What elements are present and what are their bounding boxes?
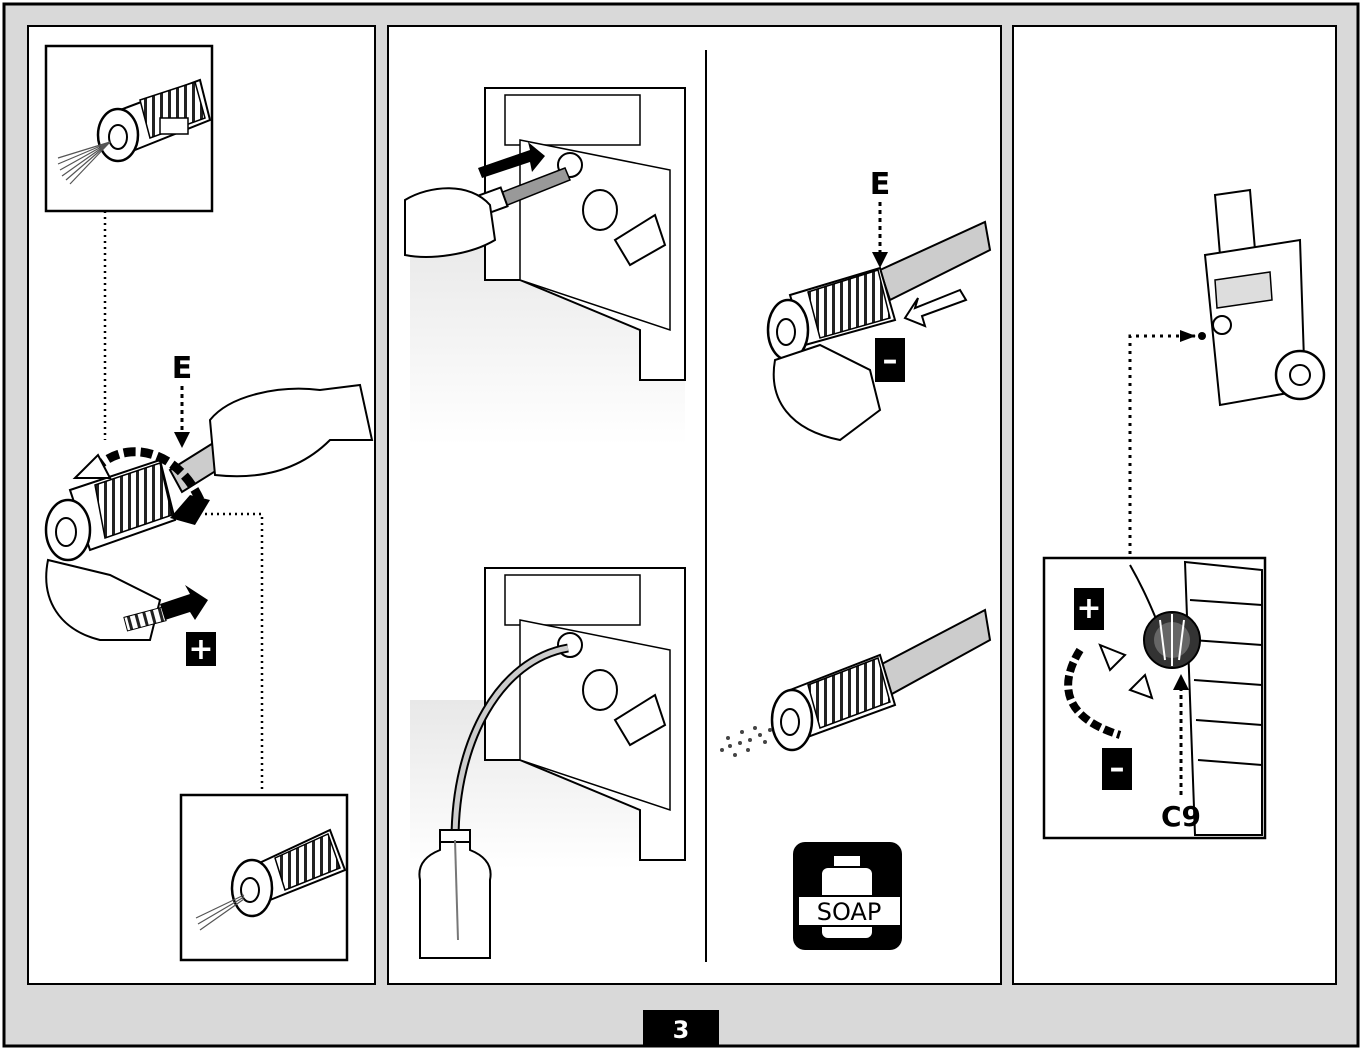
hand-icon [208,383,374,478]
minus-badge-mid: – [875,338,905,382]
nozzle-soap-spray [720,608,992,757]
knob-inset: + – C9 [1042,556,1267,840]
soap-icon: SOAP [793,842,902,950]
inset-jet-spray [179,793,349,962]
label-c9: C9 [1161,800,1201,833]
spray-droplets [720,726,772,757]
hand-icon [404,187,497,258]
connector-right [1128,334,1195,558]
hand-icon [772,343,882,442]
knob-rotate-arrow [1064,647,1122,739]
panel-right [1012,25,1337,985]
lance-assembly-left [44,383,374,641]
svg-text:+: + [188,632,213,667]
push-arrow [160,585,208,620]
connector-bottom [205,512,264,792]
inset-fan-spray [44,44,214,213]
nozzle-low-pressure: – [766,220,992,442]
svg-text:–: – [1110,751,1125,786]
pull-arrow [478,142,545,178]
slide-arrow [903,288,968,328]
label-e-mid: E [870,167,891,202]
pressure-washer-machine [1198,188,1326,407]
nozzle-icon [96,78,212,163]
rotate-arrow [91,447,205,502]
detergent-bottle-icon [418,829,492,959]
page-number-badge: 3 [643,1010,719,1046]
plus-badge-right: + [1074,588,1104,630]
svg-text:–: – [883,343,898,378]
svg-text:+: + [1076,591,1101,626]
page-number: 3 [673,1016,690,1044]
minus-badge-right: – [1102,748,1132,790]
label-e-left: E [172,351,193,386]
plus-badge-left: + [186,632,216,667]
detergent-hose [410,567,686,959]
machine-detach [404,87,686,445]
pressure-knob-icon [1143,611,1201,669]
fan-spray-lines [57,141,111,185]
soap-label: SOAP [817,898,882,926]
